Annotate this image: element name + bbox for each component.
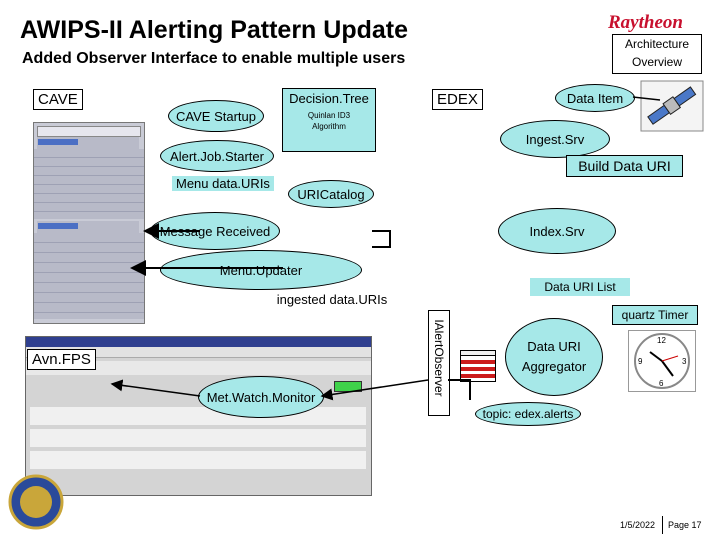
- quinlan-label: Quinlan ID3 Algorithm: [307, 111, 351, 131]
- clock-icon: 12 3 6 9: [628, 330, 696, 392]
- menu-data-uris-label: Menu data.URIs: [172, 176, 274, 191]
- page-title: AWIPS-II Alerting Pattern Update: [20, 16, 409, 44]
- decision-tree-box: Decision.Tree Quinlan ID3 Algorithm: [282, 88, 376, 152]
- data-item-node: Data Item: [555, 84, 635, 112]
- footer-divider: [662, 516, 663, 534]
- aggregator-node: Data URI Aggregator: [505, 318, 603, 396]
- alert-observer-bar: IAlertObserver: [428, 310, 450, 416]
- footer-page: Page 17: [668, 520, 702, 530]
- edex-label: EDEX: [432, 89, 483, 110]
- decision-tree-label: Decision.Tree: [289, 91, 369, 106]
- seal-icon: [8, 474, 64, 530]
- satellite-icon: [640, 80, 704, 132]
- svg-text:6: 6: [659, 379, 664, 388]
- architecture-overview-box: Architecture Overview: [612, 34, 702, 74]
- menu-updater-node: Menu.Updater: [160, 250, 362, 290]
- svg-text:3: 3: [682, 357, 687, 366]
- cave-startup-node: CAVE Startup: [168, 100, 264, 132]
- raytheon-logo: Raytheon: [608, 12, 683, 33]
- queue-shape: [460, 350, 496, 382]
- aggregator-label: Data URI Aggregator: [521, 339, 587, 374]
- ingest-srv-node: Ingest.Srv: [500, 120, 610, 158]
- data-uri-list-label: Data URI List: [530, 278, 630, 296]
- topic-node: topic: edex.alerts: [475, 402, 581, 426]
- page-subtitle: Added Observer Interface to enable multi…: [22, 50, 406, 67]
- arch-line-1: Architecture: [624, 37, 690, 51]
- arch-line-2: Overview: [631, 55, 682, 69]
- footer-date: 1/5/2022: [620, 520, 656, 530]
- svg-text:9: 9: [638, 357, 643, 366]
- met-watch-monitor-node: Met.Watch.Monitor: [198, 376, 324, 418]
- index-srv-node: Index.Srv: [498, 208, 616, 254]
- build-data-uri-box: Build Data URI: [566, 155, 683, 177]
- cave-label: CAVE: [33, 89, 83, 110]
- quartz-timer-box: quartz Timer: [612, 305, 698, 325]
- svg-text:12: 12: [657, 336, 666, 345]
- uri-catalog-node: URICatalog: [288, 180, 374, 208]
- cave-menu-screenshot: [33, 122, 145, 324]
- avnfps-label: Avn.FPS: [27, 349, 96, 370]
- alert-job-starter-node: Alert.Job.Starter: [160, 140, 274, 172]
- ingested-uris-label: ingested data.URIs: [268, 292, 396, 307]
